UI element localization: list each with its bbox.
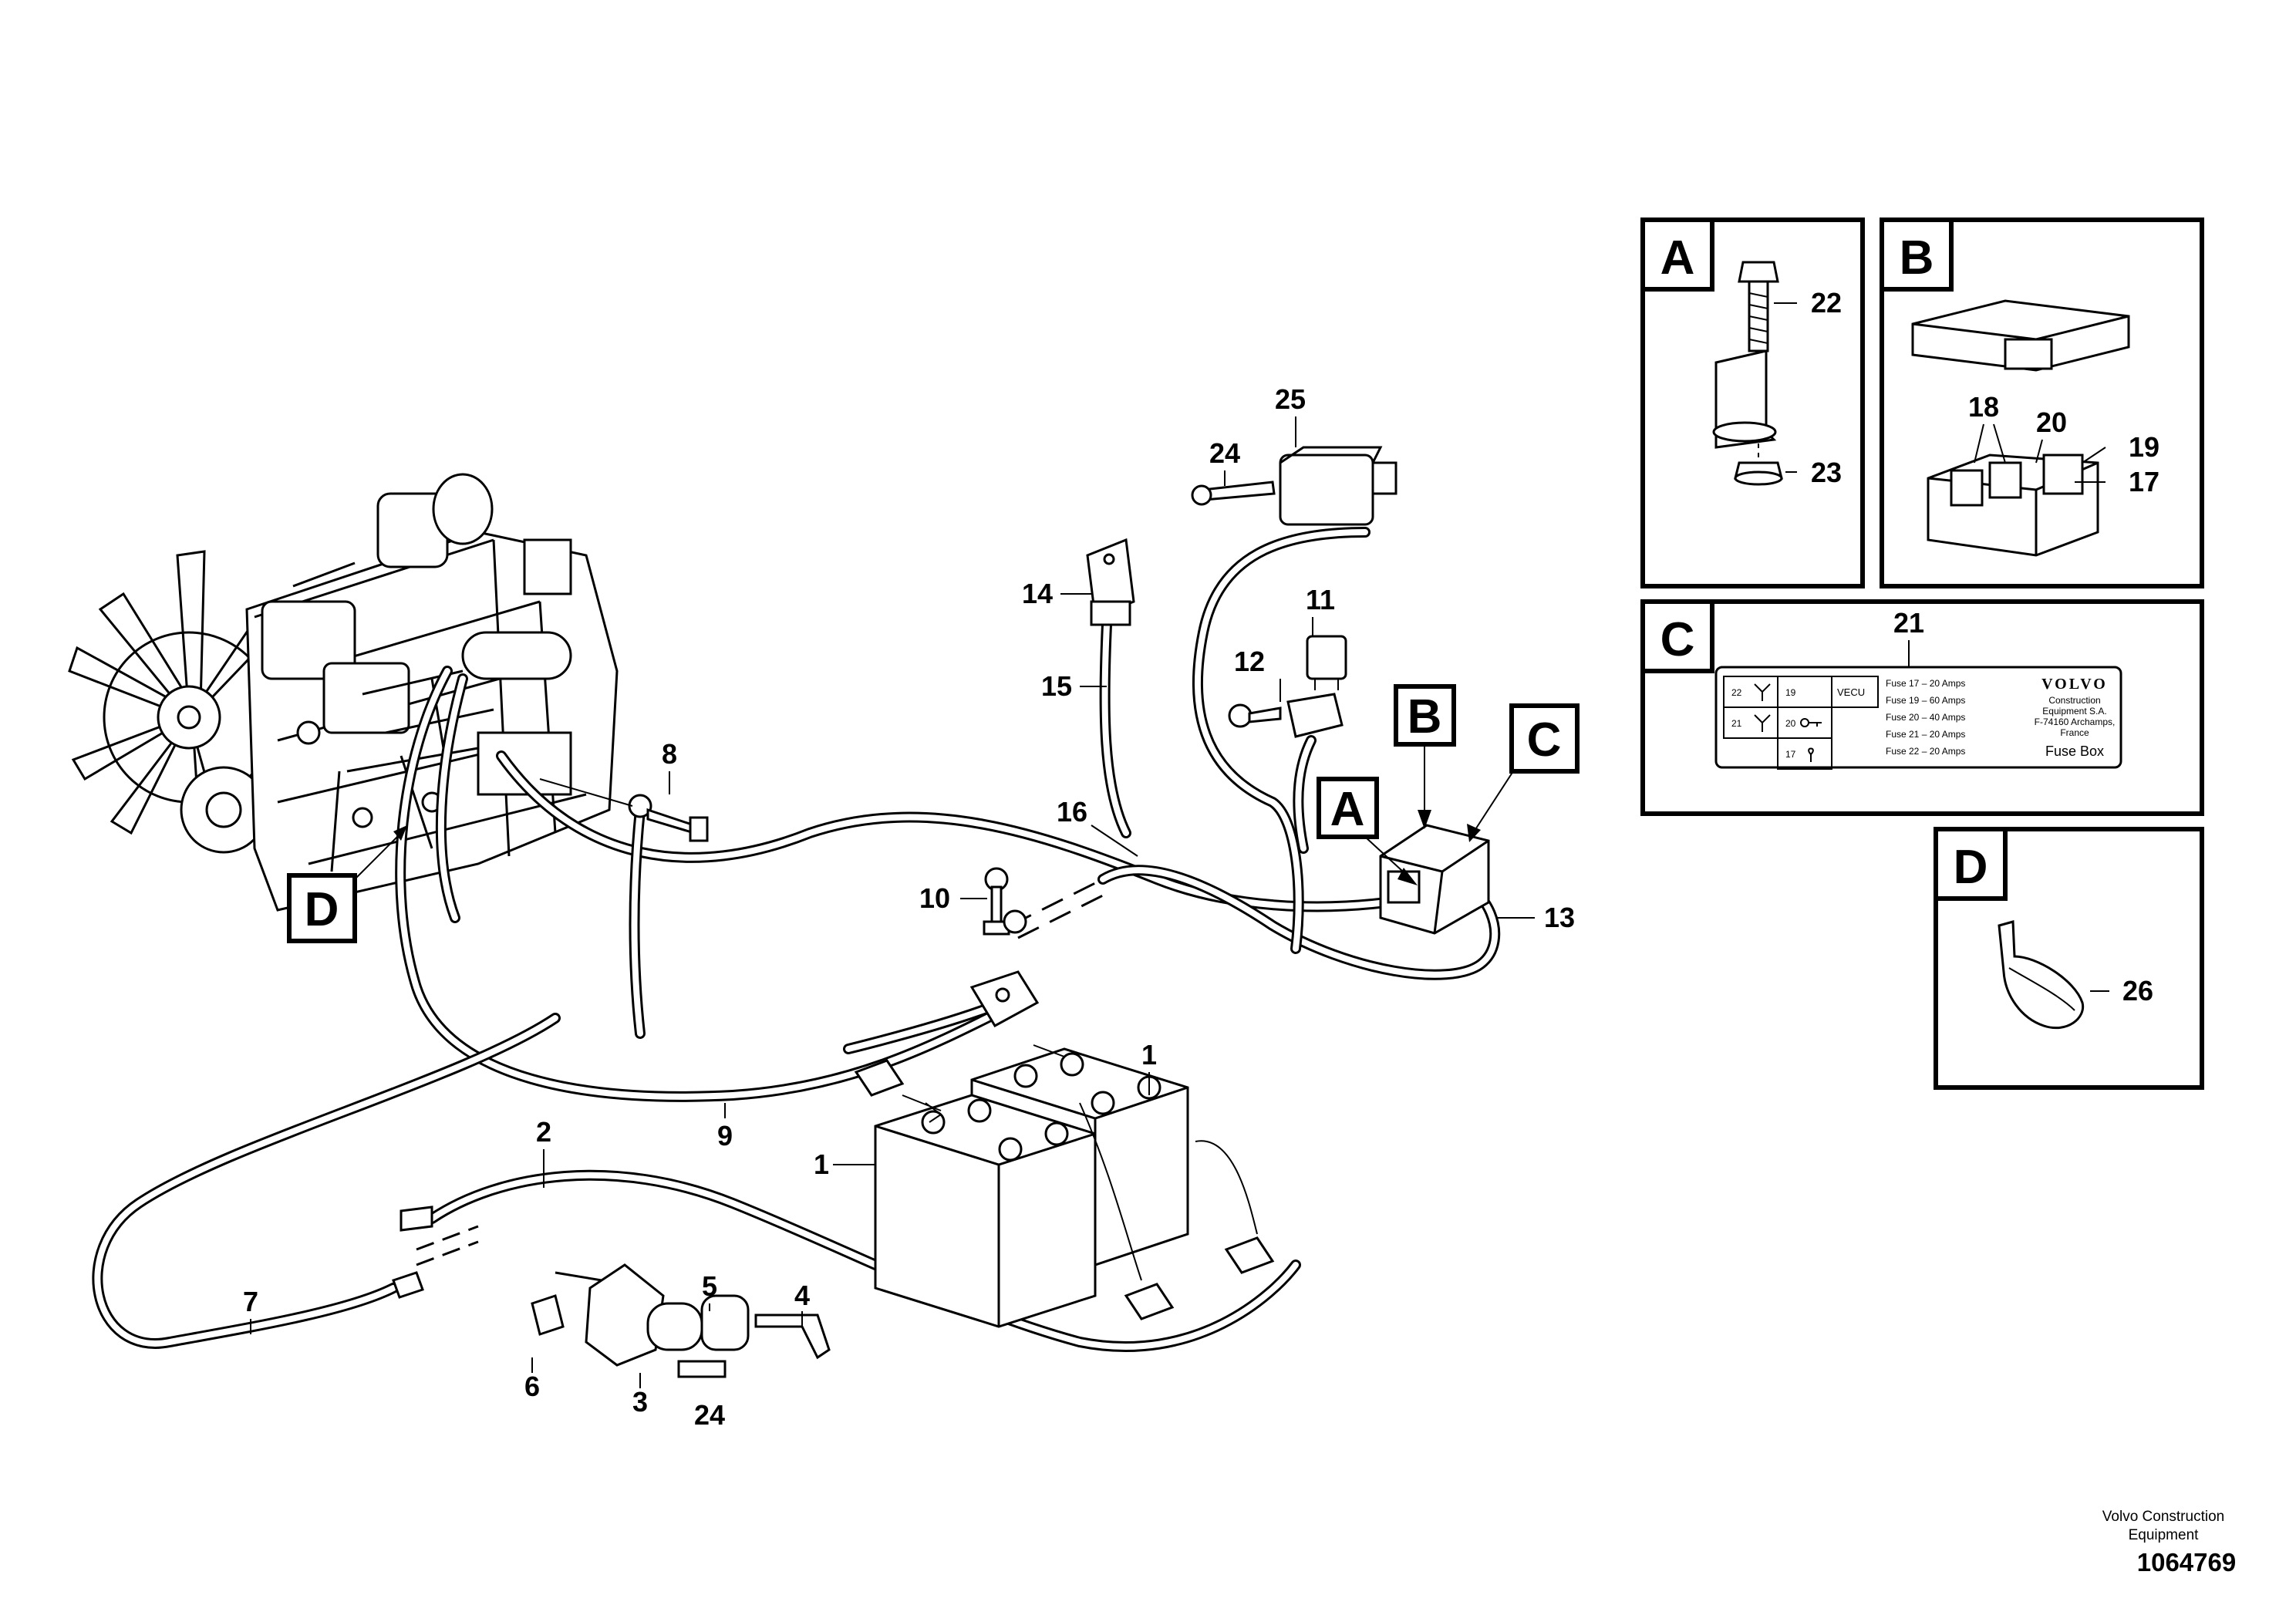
decal-cell-20: 20	[1785, 718, 1796, 729]
panel-b-callout-17: 17	[2129, 466, 2159, 497]
panel-d-letter: D	[1954, 841, 1988, 894]
callout-6: 6	[524, 1371, 540, 1402]
bolt-8	[539, 778, 709, 842]
footer-drawing-number: 1064769	[2137, 1548, 2236, 1576]
callout-25: 25	[1275, 383, 1306, 415]
callout-7: 7	[243, 1286, 258, 1317]
panel-c-callout-21: 21	[1893, 607, 1924, 639]
lamp-icon	[1808, 747, 1814, 762]
decal-cell-19: 19	[1785, 687, 1796, 698]
decal-cell-vecu: VECU	[1837, 686, 1865, 698]
starter-motor	[461, 631, 572, 680]
callout-24-relay: 24	[1209, 437, 1240, 469]
callout-16: 16	[1057, 796, 1087, 828]
footer-company-line2: Equipment	[2129, 1527, 2200, 1543]
panel-b-callout-18: 18	[1968, 391, 1999, 423]
detail-panel-d: D 26	[1934, 827, 2204, 1090]
decal-brand: VOLVO	[2041, 676, 2108, 693]
relay-25	[1191, 446, 1397, 526]
decal-company-2: Equipment S.A.	[2042, 706, 2106, 717]
connector-14	[1086, 538, 1135, 626]
panel-b-letter: B	[1900, 231, 1934, 285]
fuel-pump	[261, 600, 356, 680]
callout-9: 9	[717, 1120, 733, 1152]
leader-lines	[250, 416, 1535, 1388]
marker-b-letter: B	[1408, 690, 1442, 744]
engine-illustration	[68, 473, 619, 912]
decal-cell-21: 21	[1731, 718, 1742, 729]
callout-2: 2	[536, 1116, 551, 1148]
marker-a	[1317, 777, 1379, 839]
callout-10: 10	[919, 882, 950, 914]
fan-icon	[1754, 683, 1771, 732]
fuse-box	[1379, 824, 1490, 935]
callout-labels: 1 1 2 3 4 5 6 7 8 9 10 11 12 13 14 15 16…	[243, 383, 1575, 1431]
callout-8: 8	[662, 738, 677, 770]
detail-markers: A B C D	[287, 684, 1580, 943]
callout-15: 15	[1041, 670, 1072, 702]
cable-harness	[92, 527, 1501, 1352]
detail-panel-b: B 20 18 19 17	[1880, 218, 2204, 588]
footer-company-line1: Volvo Construction	[2102, 1509, 2224, 1525]
panel-c-letter: C	[1660, 613, 1695, 666]
engine-fan	[68, 550, 284, 854]
decal-fuse-22: Fuse 22 – 20 Amps	[1886, 746, 1965, 757]
panel-a-callout-23: 23	[1811, 457, 1842, 488]
marker-c	[1509, 703, 1580, 774]
isolator-switch	[531, 1263, 831, 1378]
decal-company-4: France	[2060, 727, 2089, 738]
callout-4: 4	[794, 1280, 810, 1311]
marker-d	[287, 873, 357, 943]
callout-11: 11	[1306, 584, 1335, 615]
bolt-10	[983, 867, 1027, 936]
callout-13: 13	[1544, 902, 1575, 933]
turbo-housing	[432, 473, 494, 545]
decal-fuse-17: Fuse 17 – 20 Amps	[1886, 678, 1965, 689]
callout-24-switch: 24	[694, 1399, 725, 1431]
fuse-box-decal	[1714, 666, 2122, 769]
marker-c-letter: C	[1527, 713, 1562, 767]
callout-5: 5	[702, 1270, 717, 1302]
cable-lugs	[392, 1206, 433, 1299]
callout-3: 3	[632, 1386, 648, 1418]
decal-fuse-21: Fuse 21 – 20 Amps	[1886, 729, 1965, 740]
decal-fuse-19: Fuse 19 – 60 Amps	[1886, 695, 1965, 706]
marker-a-letter: A	[1330, 783, 1365, 836]
panel-b-callout-19: 19	[2129, 431, 2159, 463]
battery-front	[874, 1094, 1097, 1328]
callout-1-front: 1	[814, 1148, 829, 1180]
callout-1-rear: 1	[1141, 1039, 1157, 1071]
marker-d-letter: D	[305, 883, 339, 936]
detail-panel-c: C 21 22 19 VECU 21 20 17 Fuse 17 – 20 Am…	[1640, 599, 2204, 816]
detail-panel-a: A 22 23	[1640, 218, 1865, 588]
decal-cell-17: 17	[1785, 749, 1796, 760]
decal-cell-22: 22	[1731, 687, 1742, 698]
panel-a-letter: A	[1660, 231, 1695, 285]
relay-11	[1306, 635, 1347, 690]
panel-a-callout-22: 22	[1811, 287, 1842, 319]
screw-12	[1228, 693, 1344, 738]
decal-company-3: F-74160 Archamps,	[2035, 717, 2116, 727]
decal-fuse-20: Fuse 20 – 40 Amps	[1886, 712, 1965, 723]
footer: Volvo Construction Equipment 1064769	[2102, 1509, 2236, 1576]
panel-d-callout-26: 26	[2122, 975, 2153, 1007]
cable-tie	[1998, 920, 2085, 1030]
battery-terminals	[854, 1044, 1275, 1320]
callout-14: 14	[1022, 578, 1053, 609]
decal-title: Fuse Box	[2045, 744, 2104, 759]
panel-b-callout-20: 20	[2036, 406, 2067, 438]
callout-12: 12	[1234, 646, 1265, 677]
decal-company-1: Construction	[2048, 695, 2100, 706]
key-icon	[1809, 722, 1822, 727]
cable-clamp	[969, 970, 1040, 1028]
marker-b	[1394, 684, 1456, 747]
